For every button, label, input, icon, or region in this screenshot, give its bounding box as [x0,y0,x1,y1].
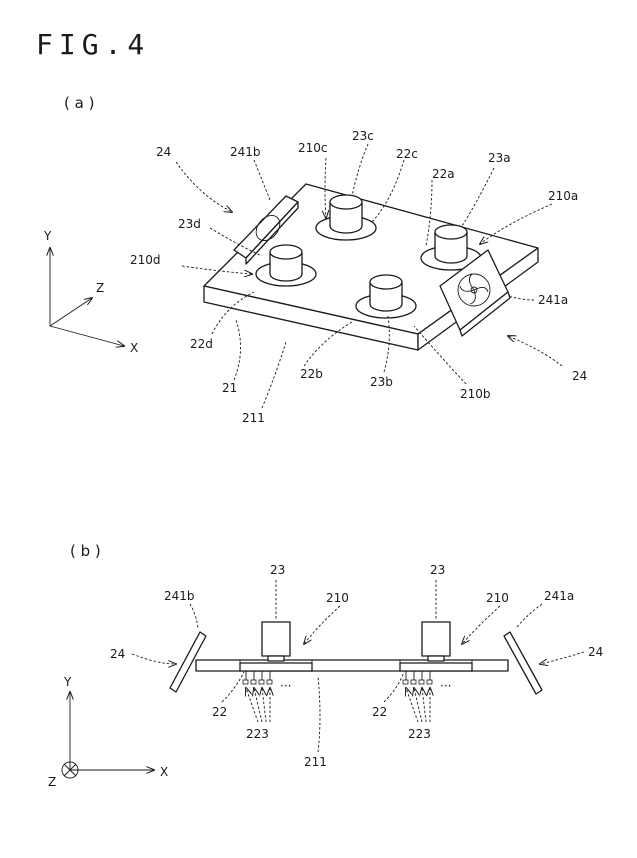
fan-left-side [169,631,207,693]
label-23d: 23d [178,217,201,231]
axis-y-label: Y [43,229,52,243]
tile-23c [329,194,363,234]
axis-z-label-b: Z [48,775,56,789]
label-210a: 210a [548,189,578,203]
fan-right-side [503,631,543,695]
label-23-right: 23 [430,563,445,577]
fan-241a [439,249,511,337]
label-210b: 210b [460,387,491,401]
panel-b-labels: 23 23 241b 210 210 241a 24 24 22 22 223 … [110,563,603,769]
dots-right: ··· [440,679,451,693]
label-223-left: 223 [246,727,269,741]
label-211: 211 [242,411,265,425]
label-23-left: 23 [270,563,285,577]
label-24-left-b: 24 [110,647,125,661]
axis-y-label-b: Y [63,675,72,689]
label-22c: 22c [396,147,418,161]
panel-b-label: ( b ) [70,542,101,560]
axis-x-label-b: X [160,765,168,779]
label-22a: 22a [432,167,455,181]
label-210-right: 210 [486,591,509,605]
axis-triad-a: Y Z X [43,229,138,355]
axis-triad-b: Y Z X [48,675,168,789]
figure-title: FIG.4 [36,28,150,61]
dots-left: ··· [280,679,291,693]
label-22-left-b: 22 [212,705,227,719]
panel-a-labels: 24 241b 210c 23c 22c 22a 23a 210a 23d 21… [130,129,587,425]
label-24-right: 24 [572,369,587,383]
label-23c: 23c [352,129,374,143]
label-23a: 23a [488,151,511,165]
label-210-left: 210 [326,591,349,605]
label-241a-b: 241a [544,589,574,603]
label-22b: 22b [300,367,323,381]
axis-z-label: Z [96,281,104,295]
label-211-b: 211 [304,755,327,769]
panel-b-leaders [131,580,585,753]
module-left: ··· [239,621,313,693]
label-22d: 22d [190,337,213,351]
label-241b: 241b [230,145,261,159]
tile-23d [269,244,303,282]
label-241a: 241a [538,293,568,307]
label-24-right-b: 24 [588,645,603,659]
tile-23a [434,224,468,264]
axis-x-label: X [130,341,138,355]
tile-23b [369,274,403,312]
label-210c: 210c [298,141,328,155]
label-223-right: 223 [408,727,431,741]
label-241b-b: 241b [164,589,195,603]
label-22-right-b: 22 [372,705,387,719]
label-23b: 23b [370,375,393,389]
label-210d: 210d [130,253,161,267]
panel-a-leaders [175,143,563,409]
fan-241b [233,195,299,265]
panel-a-label: ( a ) [64,94,94,112]
label-21: 21 [222,381,237,395]
label-24-left: 24 [156,145,171,159]
module-right: ··· [399,621,473,693]
